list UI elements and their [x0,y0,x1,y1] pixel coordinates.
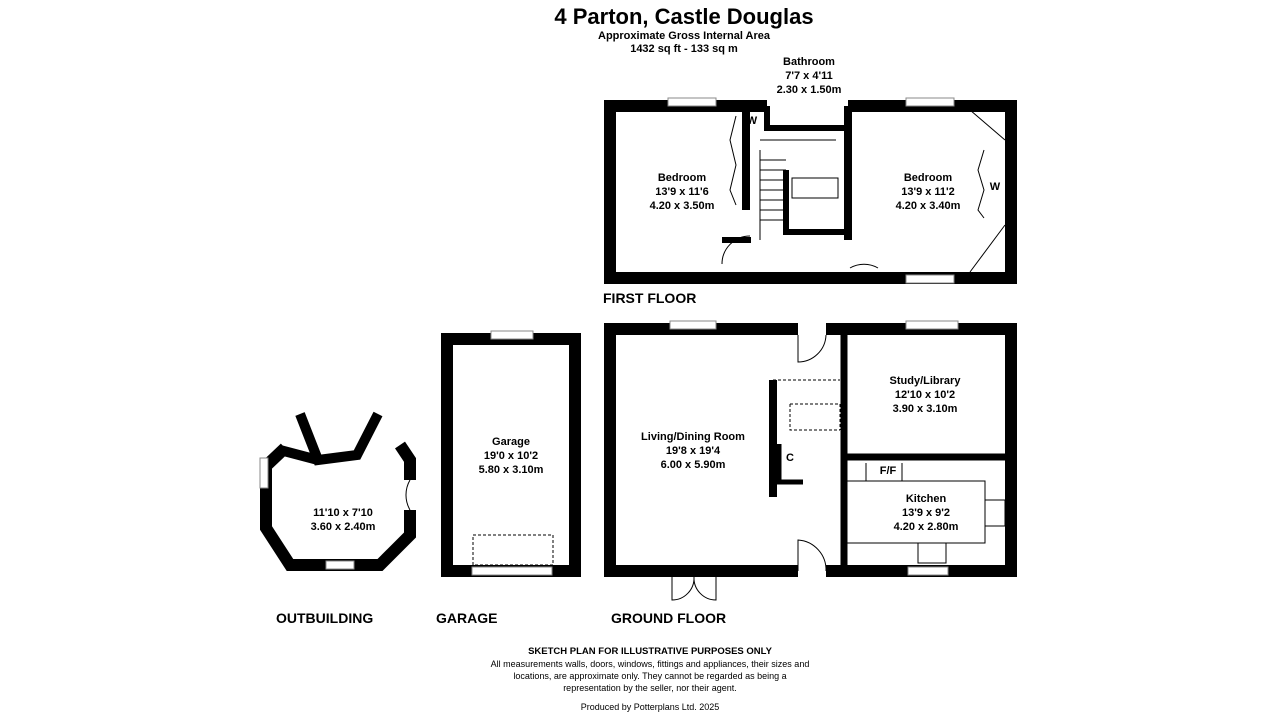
room-name: Kitchen [905,493,947,505]
room-name: Living/Dining Room [641,431,745,443]
room-garage: Garage 19'0 x 10'2 5.80 x 3.10m [479,435,544,477]
door-swing [721,235,751,265]
room-study-library: Study/Library 12'10 x 10'2 3.90 x 3.10m [890,374,961,416]
page-title: 4 Parton, Castle Douglas [554,4,814,29]
bath [791,177,839,199]
first-floor-walls [604,100,1017,284]
room-imperial: 7'7 x 4'11 [785,70,833,82]
room-bedroom-1: Bedroom 13'9 x 11'6 4.20 x 3.50m [650,171,715,213]
outbuilding-label: OUTBUILDING [276,610,374,626]
area-value: 1432 sq ft - 133 sq m [630,43,738,55]
outbuilding-walls [260,441,416,571]
room-imperial: 13'9 x 9'2 [901,507,951,519]
window [905,97,955,107]
room-metric: 4.20 x 2.80m [893,521,959,533]
room-imperial: 19'0 x 10'2 [483,450,539,462]
wardrobe-label: W [989,181,1001,193]
bath-walls [783,170,846,235]
room-metric: 2.30 x 1.50m [776,84,842,96]
door-swing [405,479,411,511]
room-name: Study/Library [889,375,961,387]
door-swing [849,263,879,269]
window [667,97,717,107]
room-metric: 4.20 x 3.40m [895,200,961,212]
room-imperial: 19'8 x 19'4 [665,445,721,457]
gf-cupboard [776,444,803,485]
room-metric: 3.60 x 2.40m [310,521,376,533]
hob [984,499,1006,527]
room-metric: 3.90 x 3.10m [892,403,958,415]
window [490,330,534,340]
room-imperial: 13'9 x 11'2 [901,186,955,198]
ground-floor-label: GROUND FLOOR [611,610,727,626]
eaves [969,109,1006,273]
room-bathroom: Bathroom 7'7 x 4'11 2.30 x 1.50m [777,55,842,97]
disclaimer: SKETCH PLAN FOR ILLUSTRATIVE PURPOSES ON… [485,646,815,694]
stairs-gf [773,379,841,431]
door-swing [797,334,827,363]
room-metric: 4.20 x 3.50m [649,200,715,212]
room-bedroom-2: Bedroom 13'9 x 11'2 4.20 x 3.40m [896,171,961,213]
room-imperial: 11'10 x 7'10 [313,507,373,519]
sink [917,542,947,564]
french-doors [671,576,717,601]
window [905,274,955,284]
fridge-freezer-label: F/F [879,465,897,477]
wardrobe-label: W [746,115,758,127]
room-kitchen: Kitchen 13'9 x 9'2 4.20 x 2.80m [894,492,959,534]
window [669,320,717,330]
room-name: Bathroom [783,56,835,68]
outbuilding-wings [278,411,383,466]
stairs [759,139,836,240]
window [325,560,355,570]
room-name: Garage [492,436,530,448]
room-name: Bedroom [903,172,953,184]
window [907,566,949,576]
area-label: Approximate Gross Internal Area [598,30,770,42]
window [259,457,269,489]
cupboard-label: C [786,452,794,464]
window [905,320,959,330]
disclaimer-text: All measurements walls, doors, windows, … [490,659,810,693]
disclaimer-heading: SKETCH PLAN FOR ILLUSTRATIVE PURPOSES ON… [528,646,772,657]
door-swing [797,539,827,572]
room-living-dining: Living/Dining Room 19'8 x 19'4 6.00 x 5.… [641,430,745,472]
wardrobe-doors [729,115,737,206]
room-outbuilding: 11'10 x 7'10 3.60 x 2.40m [311,506,376,534]
bathroom-notch [764,106,851,131]
window [471,566,553,576]
room-name: Bedroom [657,172,707,184]
garage-label: GARAGE [436,610,498,626]
room-metric: 5.80 x 3.10m [478,464,544,476]
wardrobe-doors [977,149,985,219]
produced-by: Produced by Potterplans Ltd. 2025 [580,702,720,712]
first-floor-label: FIRST FLOOR [603,290,697,306]
garage-door [472,534,554,566]
room-imperial: 12'10 x 10'2 [894,389,956,401]
area-summary: Approximate Gross Internal Area 1432 sq … [598,30,770,56]
room-metric: 6.00 x 5.90m [660,459,726,471]
room-imperial: 13'9 x 11'6 [655,186,709,198]
fridge-box [865,463,903,481]
